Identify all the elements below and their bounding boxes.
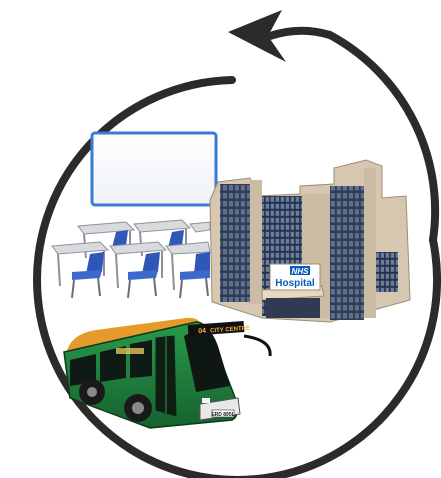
chairs [72, 252, 210, 298]
hospital-sign: NHS Hospital [270, 264, 320, 290]
desk-row-front [52, 242, 210, 290]
hospital-building-icon: NHS Hospital [210, 160, 410, 322]
bus-route-number: 04 [198, 328, 206, 336]
whiteboard [92, 133, 216, 205]
nhs-logo: NHS [292, 267, 310, 276]
bus-number-plate: ERD 895L [211, 412, 234, 418]
bus-icon: 04 CITY CENTRE ERD 895L [64, 318, 270, 428]
hospital-label: Hospital [275, 278, 315, 289]
